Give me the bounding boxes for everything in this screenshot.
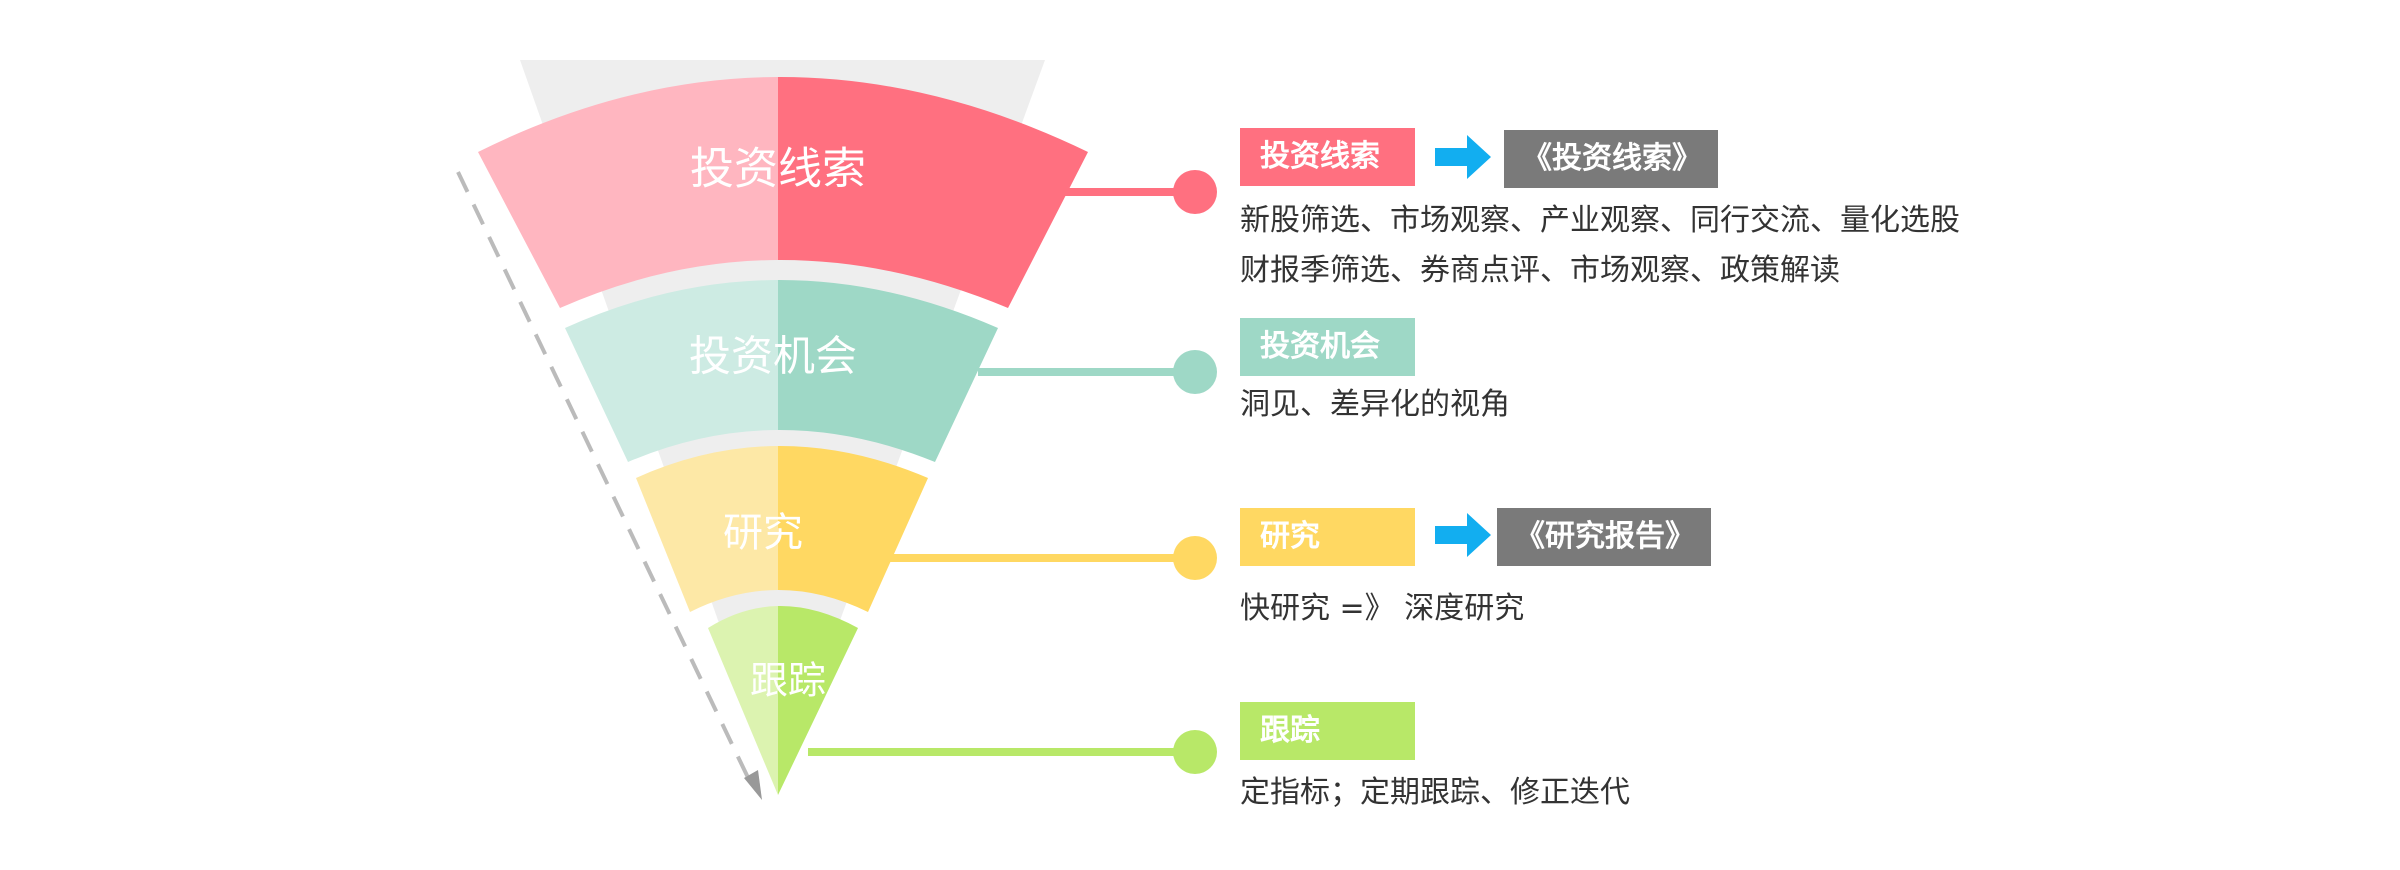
connector-dot-2 <box>1173 350 1217 394</box>
connector-dot-1 <box>1173 170 1217 214</box>
funnel-band-label-4: 跟踪 <box>750 658 826 702</box>
funnel-band-4: 跟踪 <box>708 606 858 795</box>
funnel-band-light-4 <box>708 606 778 795</box>
dashed-down-arrow-icon <box>456 171 754 787</box>
connector-dot-3 <box>1173 536 1217 580</box>
right-arrow-icon <box>1435 513 1491 557</box>
funnel-band-label-2: 投资机会 <box>689 332 857 381</box>
funnel-band-1: 投资线索 <box>478 77 1088 308</box>
funnel-band-dark-1 <box>778 77 1088 308</box>
dashed-arrow-head <box>744 770 762 800</box>
stage-tag-3: 研究 <box>1240 508 1415 566</box>
stage-desc-1-line-2: 财报季筛选、券商点评、市场观察、政策解读 <box>1240 253 1840 288</box>
funnel-band-light-3 <box>636 446 778 612</box>
stage-output-1: 《投资线索》 <box>1504 130 1718 188</box>
funnel-band-light-2 <box>565 280 778 462</box>
stage-desc-4-line-1: 定指标；定期跟踪、修正迭代 <box>1240 775 1630 810</box>
funnel-band-dark-4 <box>778 606 858 795</box>
stage-desc-1-line-1: 新股筛选、市场观察、产业观察、同行交流、量化选股 <box>1240 203 1960 238</box>
stage-desc-2-line-1: 洞见、差异化的视角 <box>1240 387 1510 422</box>
stage-output-3: 《研究报告》 <box>1497 508 1711 566</box>
funnel-band-light-1 <box>478 77 778 308</box>
funnel-band-dark-3 <box>778 446 928 612</box>
stage-tag-1: 投资线索 <box>1240 128 1415 186</box>
right-arrow-icon <box>1435 135 1491 179</box>
funnel-band-label-1: 投资线索 <box>690 143 866 194</box>
stage-tag-2: 投资机会 <box>1240 318 1415 376</box>
funnel-band-2: 投资机会 <box>565 280 998 462</box>
funnel-band-3: 研究 <box>636 446 928 612</box>
stage-desc-3-line-1: 快研究 =》 深度研究 <box>1240 591 1525 626</box>
funnel-band-label-3: 研究 <box>723 510 803 556</box>
funnel-band-dark-2 <box>778 280 998 462</box>
connector-dot-4 <box>1173 730 1217 774</box>
stage-tag-4: 跟踪 <box>1240 702 1415 760</box>
